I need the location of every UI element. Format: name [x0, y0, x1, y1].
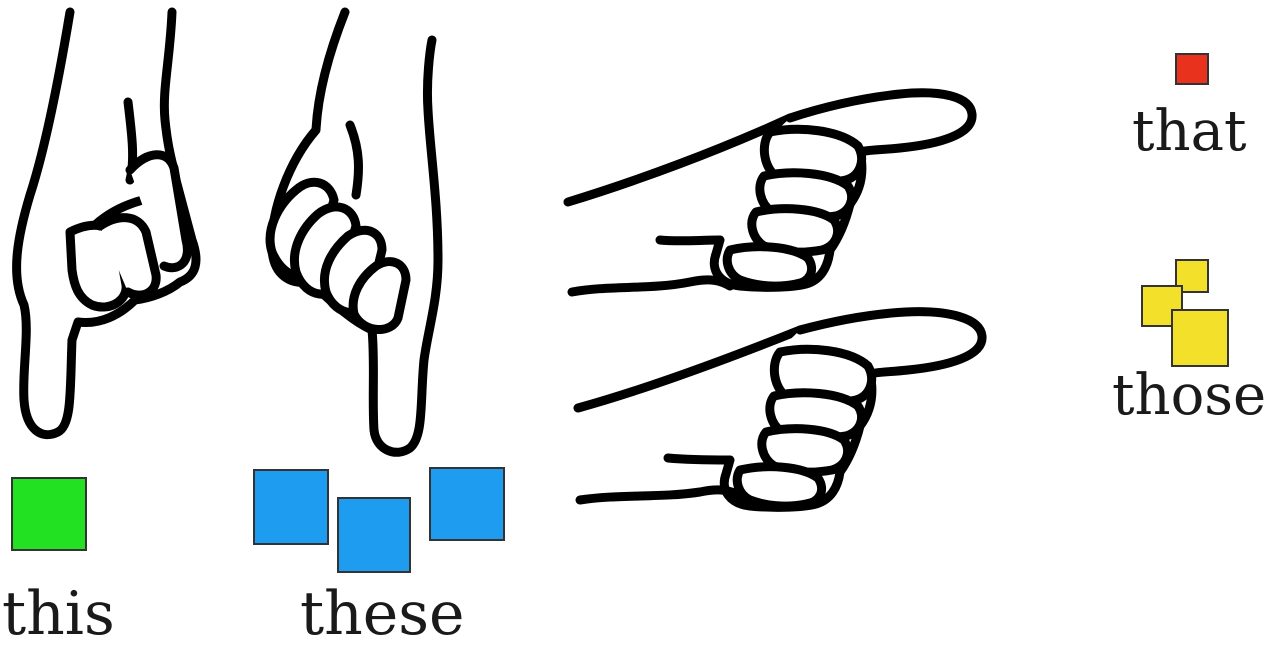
hand-pointing-down-these-icon — [270, 12, 438, 452]
those-square-3 — [1172, 310, 1228, 366]
label-these: these — [300, 584, 465, 644]
these-square-2 — [338, 498, 410, 572]
this-square — [12, 478, 86, 550]
these-square-1 — [254, 470, 328, 544]
label-this: this — [2, 584, 115, 644]
that-square — [1176, 54, 1208, 84]
these-square-3 — [430, 468, 504, 540]
hand-pointing-right-that-icon — [568, 93, 972, 292]
hand-pointing-right-those-icon — [578, 312, 982, 508]
label-those: those — [1112, 368, 1266, 424]
label-that: that — [1132, 104, 1246, 160]
hand-pointing-down-this-icon — [17, 12, 196, 435]
